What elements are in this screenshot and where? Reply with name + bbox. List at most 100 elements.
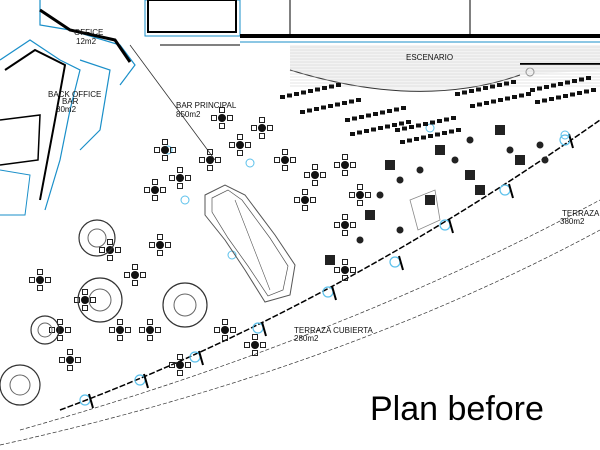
theatre-seat [364,129,369,133]
column [189,351,201,363]
chair [222,335,228,341]
theatre-seat [314,107,319,111]
round-banquette [30,315,60,345]
theatre-seat [512,95,517,99]
chair [342,214,348,220]
theatre-seat [530,88,535,92]
chair [165,242,171,248]
chair [117,335,123,341]
chair [74,297,80,303]
chair [342,275,348,281]
chair [334,222,340,228]
chair [115,247,121,253]
chair [211,115,217,121]
chair [152,179,158,185]
theatre-seat [451,116,456,120]
theatre-seat [449,129,454,134]
lounge-table [465,170,475,180]
theatre-seat [556,95,561,100]
column-post [331,285,337,301]
stool [506,146,514,154]
table [206,156,214,164]
stool [541,156,549,164]
chair [310,197,316,203]
column-post [198,350,204,366]
column [389,256,401,268]
column [560,130,570,140]
lounge-table [495,125,505,135]
chair [169,362,175,368]
terraza-cubierta-label: TERRAZA CUBIERTA [294,326,373,335]
theatre-seat [300,110,305,114]
theatre-seat [350,132,355,136]
chair [177,183,183,189]
chair [215,157,221,163]
lounge-table [515,155,525,165]
theatre-seat [294,92,299,96]
seating [0,76,596,406]
theatre-seat [329,84,334,89]
chair [214,327,220,333]
table [218,114,226,122]
chair [342,170,348,176]
theatre-seat [570,92,575,97]
lounge-table [425,195,435,205]
chair [227,115,233,121]
chair [57,335,63,341]
theatre-seat [342,101,347,105]
stool [416,166,424,174]
theatre-seat [497,83,502,87]
theatre-seat [423,122,428,126]
theatre-seat [442,131,447,135]
chair [282,149,288,155]
chair [90,297,96,303]
table [236,141,244,149]
chair [350,222,356,228]
theatre-seat [484,101,489,105]
theatre-seat [407,138,412,143]
theatre-seat [542,98,547,103]
table [66,356,74,364]
column-post [448,218,454,234]
stool [376,191,384,199]
office-area: 12m2 [76,37,97,46]
bar-counter [204,184,296,303]
theatre-seat [315,87,320,92]
chair [365,192,371,198]
chair [177,167,183,173]
chair [107,255,113,261]
chair [132,264,138,270]
theatre-seat [504,81,509,86]
chair [237,150,243,156]
chair [237,134,243,140]
theatre-seat [572,79,577,83]
chair [82,289,88,295]
column [245,158,255,168]
theatre-seat [280,95,285,99]
theatre-seat [579,77,584,82]
theatre-seat [366,113,371,118]
chair [107,239,113,245]
table [146,326,154,334]
facade-columns [79,123,574,409]
table [341,266,349,274]
theatre-seat [416,123,421,128]
theatre-seat [535,100,540,104]
theatre-seat [444,117,449,122]
chair [350,162,356,168]
chair [259,117,265,123]
theatre-seat [549,97,554,101]
theatre-seat [565,80,570,85]
chair [125,327,131,333]
theatre-seat [335,102,340,107]
chair [37,285,43,291]
theatre-seat [470,104,475,108]
table [311,171,319,179]
theatre-seat [380,110,385,115]
chair [282,165,288,171]
chair [252,350,258,356]
table [131,271,139,279]
stool [396,226,404,234]
theatre-seat [519,93,524,98]
